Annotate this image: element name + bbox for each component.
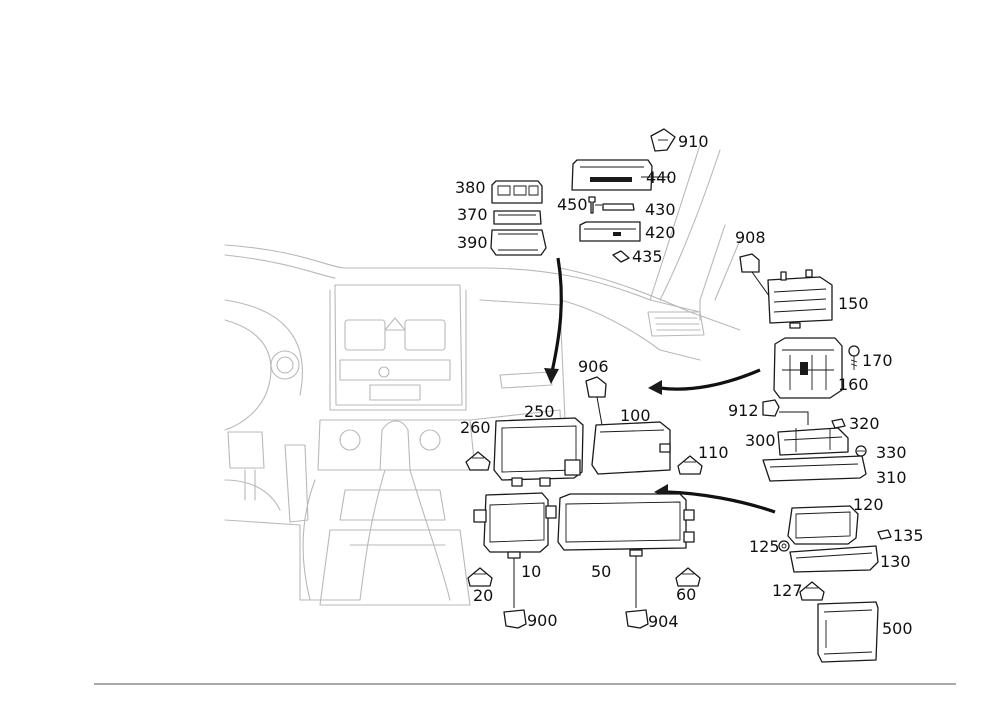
- callout-300: 300: [745, 431, 776, 450]
- part-310: [762, 455, 867, 482]
- arrow-head-1: [544, 368, 559, 384]
- part-110: [677, 455, 703, 475]
- callout-110: 110: [698, 443, 729, 462]
- callout-130: 130: [880, 552, 911, 571]
- arrow-lower-to-center: [665, 490, 776, 514]
- callout-310: 310: [876, 468, 907, 487]
- callout-60: 60: [676, 585, 696, 604]
- part-900: [503, 609, 527, 629]
- part-50: [557, 493, 695, 557]
- part-906: [585, 376, 607, 398]
- callout-370: 370: [457, 205, 488, 224]
- arrow-top-to-dash: [550, 257, 563, 373]
- callout-127: 127: [772, 581, 803, 600]
- part-904: [625, 609, 649, 629]
- callout-50: 50: [591, 562, 611, 581]
- callout-900: 900: [527, 611, 558, 630]
- part-60: [675, 567, 701, 587]
- callout-10: 10: [521, 562, 541, 581]
- part-125: [778, 540, 790, 552]
- arrow-right-to-center: [659, 368, 761, 391]
- part-160: [773, 337, 843, 399]
- callout-910: 910: [678, 132, 709, 151]
- part-450: [588, 196, 596, 214]
- callout-420: 420: [645, 223, 676, 242]
- part-912: [762, 399, 780, 417]
- part-390: [490, 229, 547, 256]
- callout-150: 150: [838, 294, 869, 313]
- callout-260: 260: [460, 418, 491, 437]
- callout-160: 160: [838, 375, 869, 394]
- callout-120: 120: [853, 495, 884, 514]
- callout-170: 170: [862, 351, 893, 370]
- part-430: [602, 203, 635, 211]
- callout-904: 904: [648, 612, 679, 631]
- callout-330: 330: [876, 443, 907, 462]
- callout-250: 250: [524, 402, 555, 421]
- callout-390: 390: [457, 233, 488, 252]
- callout-125: 125: [749, 537, 780, 556]
- callout-908: 908: [735, 228, 766, 247]
- callout-500: 500: [882, 619, 913, 638]
- callout-labels: 910 380 440 370 450 430 390 420 435 908 …: [455, 132, 924, 638]
- callout-435: 435: [632, 247, 663, 266]
- part-10: [473, 492, 557, 559]
- part-500: [817, 601, 879, 663]
- callout-440: 440: [646, 168, 677, 187]
- part-910: [650, 128, 676, 152]
- part-170: [848, 345, 860, 370]
- part-435: [612, 250, 630, 263]
- direction-arrows: [544, 257, 776, 514]
- part-130: [789, 545, 879, 573]
- callout-320: 320: [849, 414, 880, 433]
- callout-20: 20: [473, 586, 493, 605]
- part-260: [465, 451, 491, 471]
- dashboard-sketch: [224, 144, 741, 606]
- part-120: [787, 505, 859, 545]
- part-440: [571, 159, 653, 191]
- part-420: [579, 221, 641, 242]
- part-135: [877, 529, 892, 540]
- part-20: [467, 567, 493, 587]
- part-250: [493, 417, 584, 487]
- callout-100: 100: [620, 406, 651, 425]
- callout-450: 450: [557, 195, 588, 214]
- part-127: [799, 581, 825, 601]
- part-150: [767, 269, 833, 329]
- callout-906: 906: [578, 357, 609, 376]
- part-100: [591, 421, 671, 475]
- part-320: [831, 418, 846, 429]
- callout-380: 380: [455, 178, 486, 197]
- callout-430: 430: [645, 200, 676, 219]
- part-380: [491, 180, 543, 204]
- callout-135: 135: [893, 526, 924, 545]
- part-908: [739, 253, 760, 273]
- part-330: [855, 445, 867, 457]
- callout-912: 912: [728, 401, 759, 420]
- part-300: [777, 427, 849, 456]
- part-370: [493, 210, 542, 225]
- arrow-head-2: [648, 380, 662, 395]
